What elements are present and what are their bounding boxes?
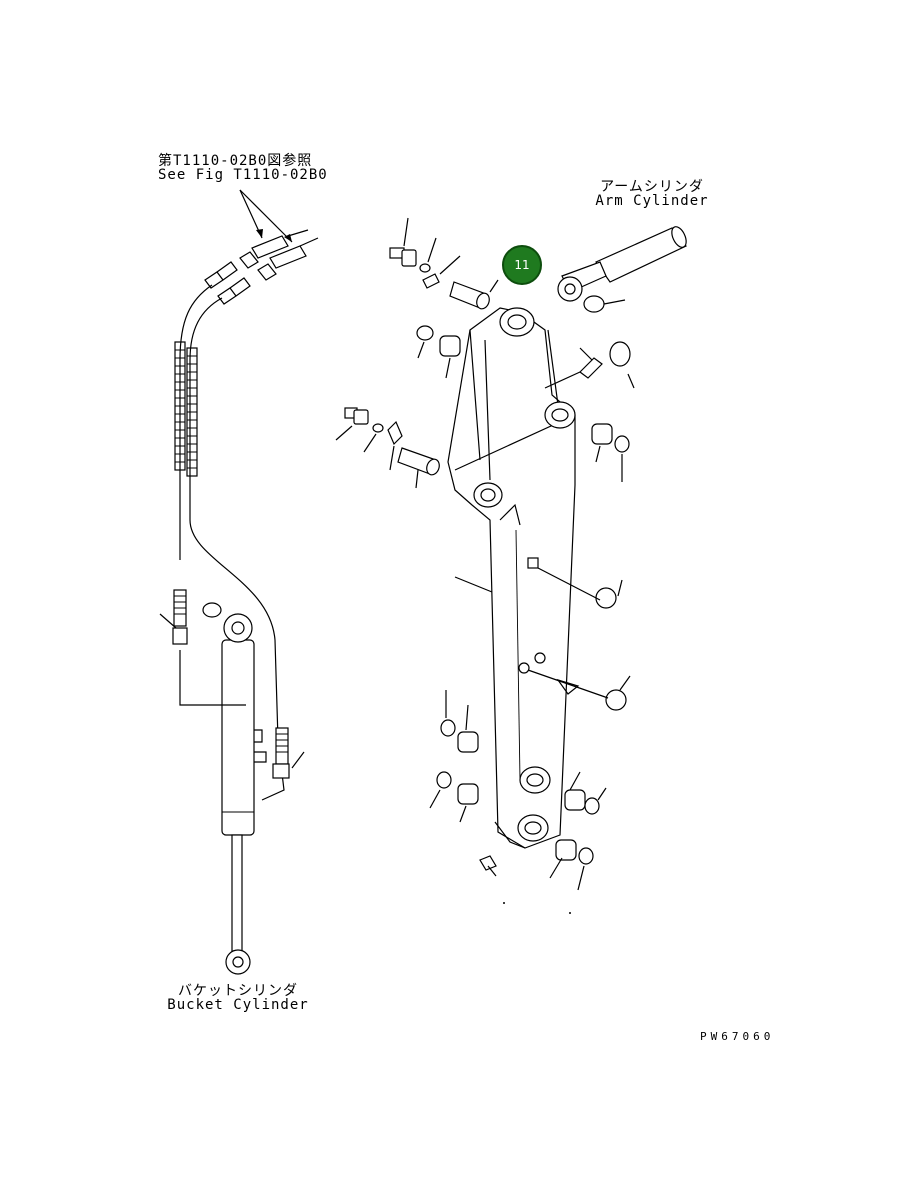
arm-cylinder	[557, 226, 687, 313]
callout-marker-11[interactable]: 11	[502, 245, 542, 285]
bucket-cylinder-label-en: Bucket Cylinder	[167, 997, 309, 1013]
reference-note-jp: 第T1110-02B0図参照	[158, 153, 313, 169]
bucket-cylinder-label-jp: バケットシリンダ	[178, 983, 298, 999]
arm-body	[447, 307, 576, 849]
small-parts	[335, 217, 635, 914]
drawing-number: PW67060	[700, 1030, 775, 1043]
hose-assembly	[174, 189, 319, 741]
arm-cylinder-label-jp: アームシリンダ	[600, 179, 704, 195]
callout-number: 11	[514, 258, 530, 272]
arm-cylinder-label-en: Arm Cylinder	[595, 193, 709, 209]
bucket-cylinder	[159, 589, 305, 975]
reference-note-en: See Fig T1110-02B0	[158, 167, 328, 183]
